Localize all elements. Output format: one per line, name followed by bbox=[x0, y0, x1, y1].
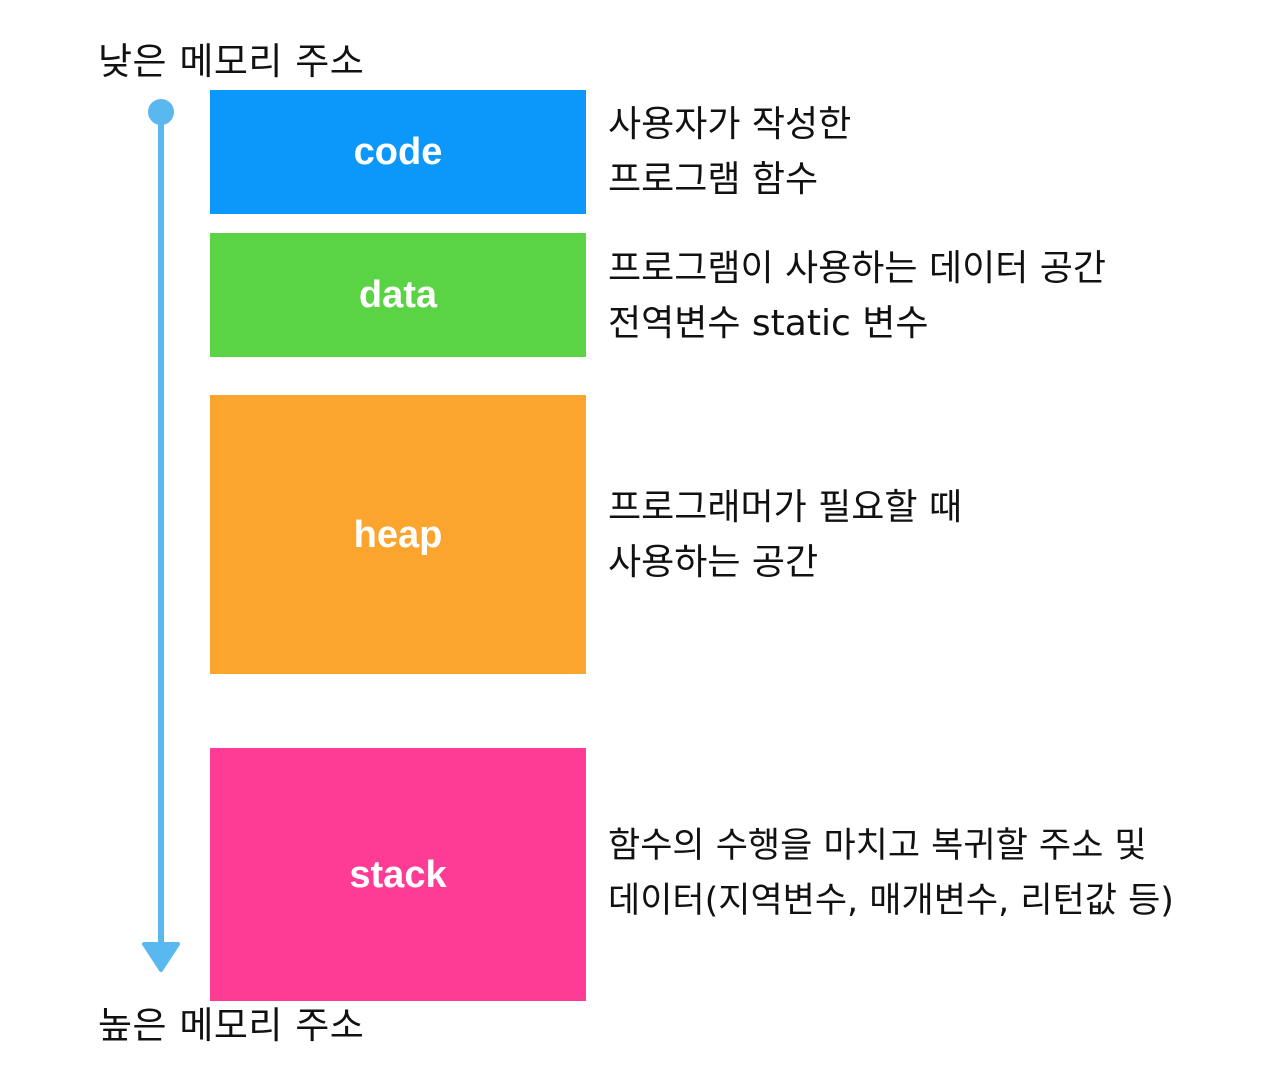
stack-segment-label: stack bbox=[349, 853, 447, 896]
stack-description-line: 데이터(지역변수, 매개변수, 리턴값 등) bbox=[608, 881, 1174, 921]
heap-segment-label: heap bbox=[353, 513, 443, 556]
data-segment-label: data bbox=[358, 274, 438, 316]
heap-segment: heap bbox=[210, 395, 586, 674]
data-description-line: 전역변수 static 변수 bbox=[608, 303, 929, 344]
code-segment-label: code bbox=[353, 131, 443, 173]
code-segment: code bbox=[210, 90, 586, 214]
stack-segment: stack bbox=[210, 748, 586, 1001]
arrow-head bbox=[142, 942, 180, 972]
code-description-line: 프로그램 함수 bbox=[608, 159, 819, 200]
high-memory-address-label: 높은 메모리 주소 bbox=[98, 1004, 365, 1047]
heap-description-line: 사용하는 공간 bbox=[608, 542, 819, 583]
stack-description: 함수의 수행을 마치고 복귀할 주소 및 데이터(지역변수, 매개변수, 리턴값… bbox=[608, 819, 1174, 929]
data-description: 프로그램이 사용하는 데이터 공간 전역변수 static 변수 bbox=[608, 241, 1106, 351]
code-description: 사용자가 작성한 프로그램 함수 bbox=[608, 97, 851, 207]
data-segment: data bbox=[210, 233, 586, 357]
code-description-line: 사용자가 작성한 bbox=[608, 104, 852, 145]
low-memory-address-label: 낮은 메모리 주소 bbox=[98, 40, 365, 83]
heap-description: 프로그래머가 필요할 때 사용하는 공간 bbox=[608, 480, 962, 590]
heap-description-line: 프로그래머가 필요할 때 bbox=[608, 487, 963, 528]
stack-description-line: 함수의 수행을 마치고 복귀할 주소 및 bbox=[608, 826, 1147, 866]
data-description-line: 프로그램이 사용하는 데이터 공간 bbox=[608, 248, 1107, 289]
